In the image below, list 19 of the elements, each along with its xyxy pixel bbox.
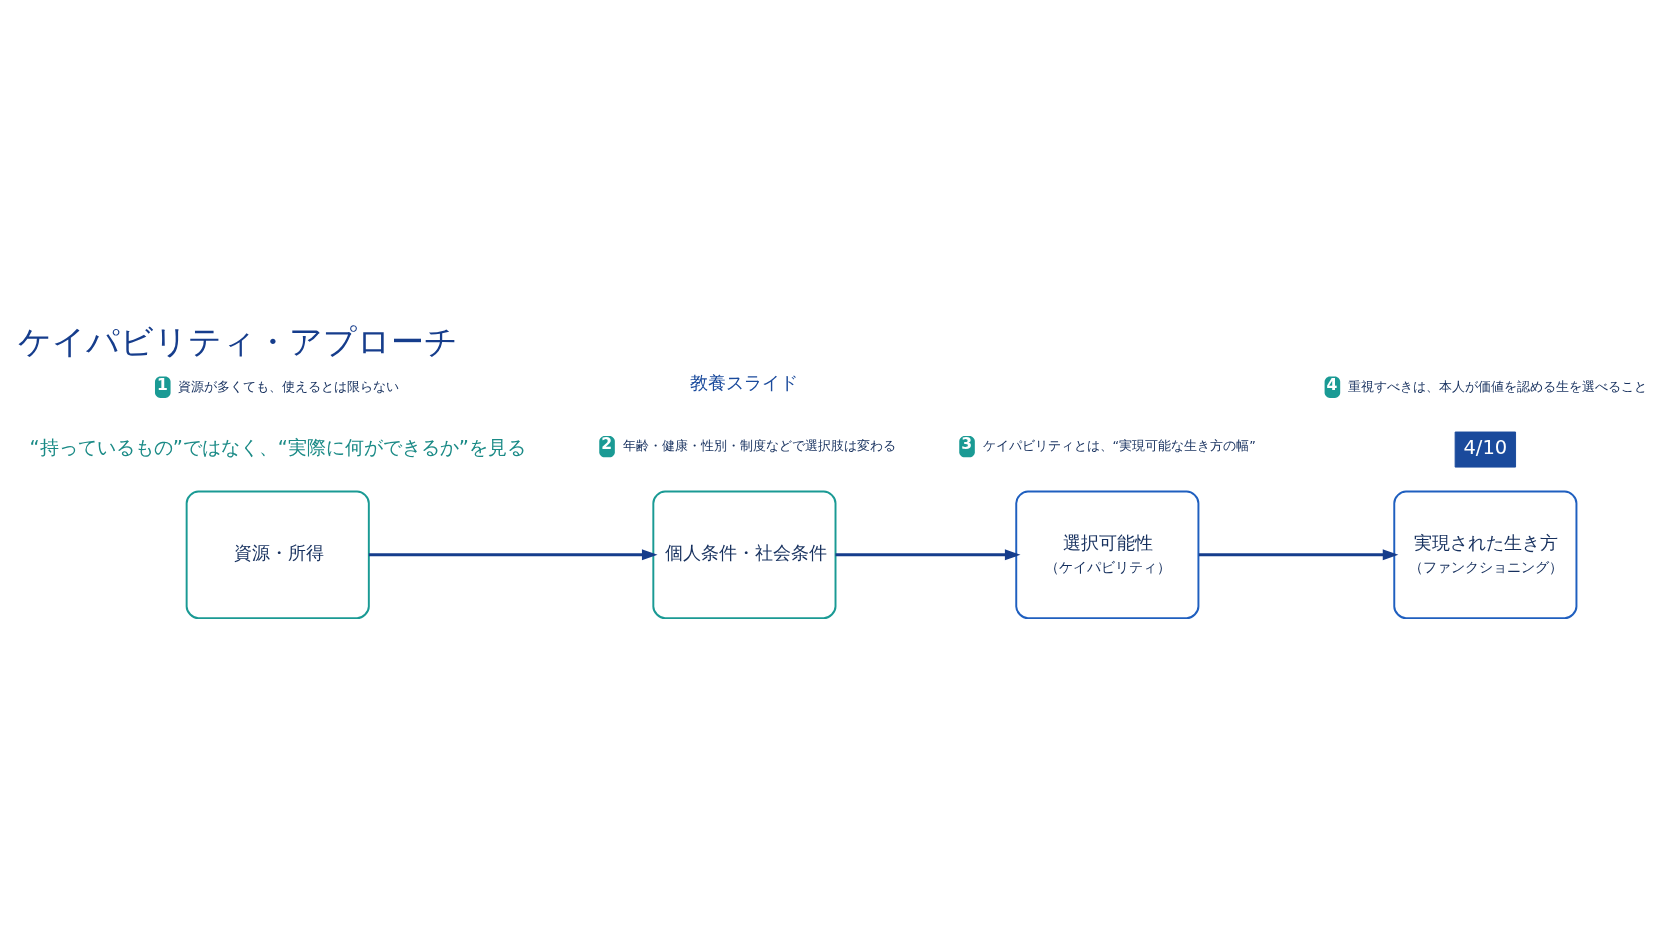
arrow bbox=[368, 549, 658, 561]
arrow bbox=[1198, 549, 1399, 561]
label: 2 bbox=[601, 435, 613, 454]
label: 3 bbox=[961, 435, 973, 454]
node-box: 個人条件・社会条件 bbox=[652, 490, 837, 620]
arrow bbox=[835, 549, 1021, 561]
label: 年齢・健康・性別・制度などで選択肢は変わる bbox=[622, 437, 896, 453]
node-box: 選択可能性 （ケイパビリティ） bbox=[1015, 490, 1200, 620]
diagram-title: ケイパビリティ・アプローチ bbox=[18, 322, 459, 362]
label: ケイパビリティとは、“実現可能な生き方の幅” bbox=[982, 437, 1256, 453]
node-box: 資源・所得 bbox=[185, 490, 370, 620]
label: 4/10 bbox=[1463, 436, 1508, 460]
label: 教養スライド bbox=[690, 372, 799, 393]
label: 4 bbox=[1326, 375, 1338, 394]
node-box: 実現された生き方 （ファンクショニング） bbox=[1393, 490, 1578, 620]
label: 重視すべきは、本人が価値を認める生を選べること bbox=[1347, 378, 1647, 394]
label: 資源が多くても、使えるとは限らない bbox=[178, 378, 400, 394]
label: “持っているもの”ではなく、“実際に何ができるか”を見る bbox=[29, 436, 526, 460]
label: 1 bbox=[156, 375, 168, 394]
